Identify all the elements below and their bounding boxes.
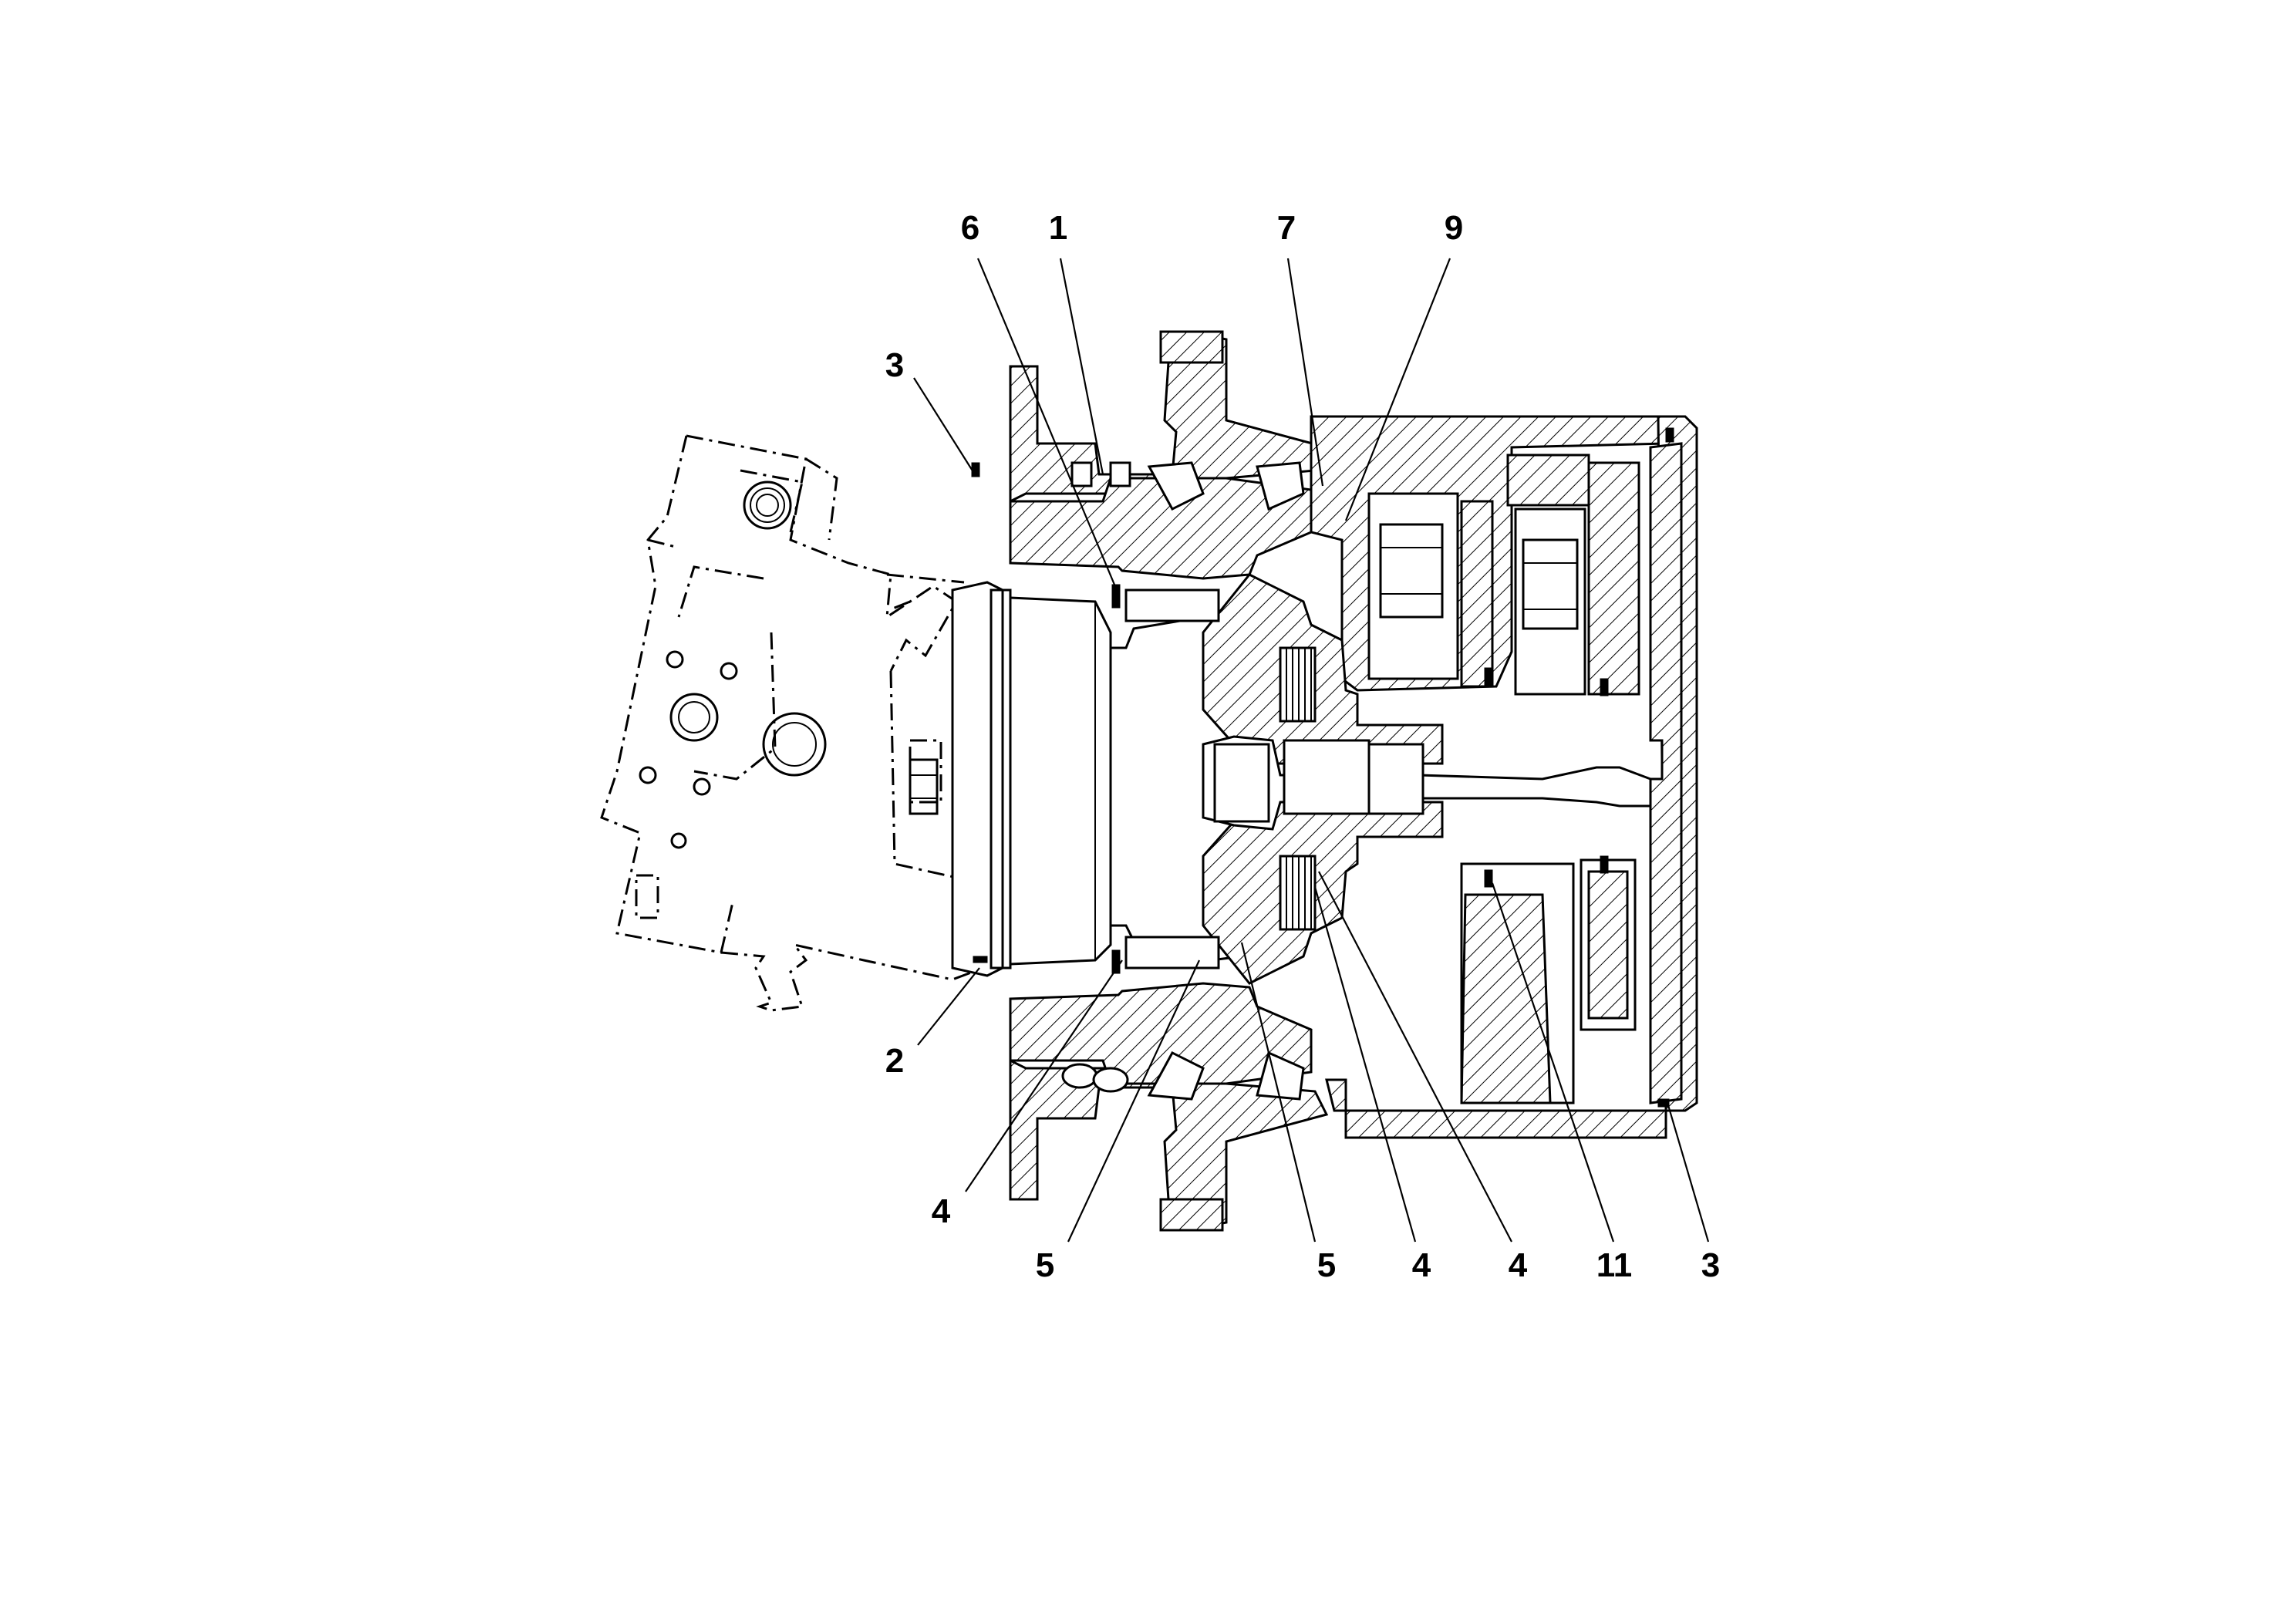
callout-1: 1 bbox=[1049, 209, 1067, 247]
callout-5-mid: 5 bbox=[1317, 1246, 1336, 1284]
leader-lines bbox=[913, 258, 1710, 1243]
callout-2: 2 bbox=[885, 1042, 904, 1080]
callout-4-right: 4 bbox=[1509, 1246, 1528, 1284]
callout-4-mid: 4 bbox=[1412, 1246, 1431, 1284]
callout-6: 6 bbox=[961, 209, 979, 247]
callout-5-left: 5 bbox=[1036, 1246, 1054, 1284]
motor-flange bbox=[951, 581, 1242, 977]
callout-3-top: 3 bbox=[885, 346, 904, 384]
callout-labels: 6 1 7 9 3 2 4 5 5 4 4 11 3 bbox=[885, 209, 1720, 1284]
callout-4-left: 4 bbox=[932, 1192, 951, 1230]
planetary-gear-stages bbox=[971, 427, 1674, 1108]
callout-7: 7 bbox=[1277, 209, 1296, 247]
callout-3-bottom: 3 bbox=[1701, 1246, 1720, 1284]
callout-9: 9 bbox=[1445, 209, 1463, 247]
callout-11: 11 bbox=[1596, 1246, 1633, 1284]
hydraulic-motor-outline bbox=[600, 434, 984, 1012]
